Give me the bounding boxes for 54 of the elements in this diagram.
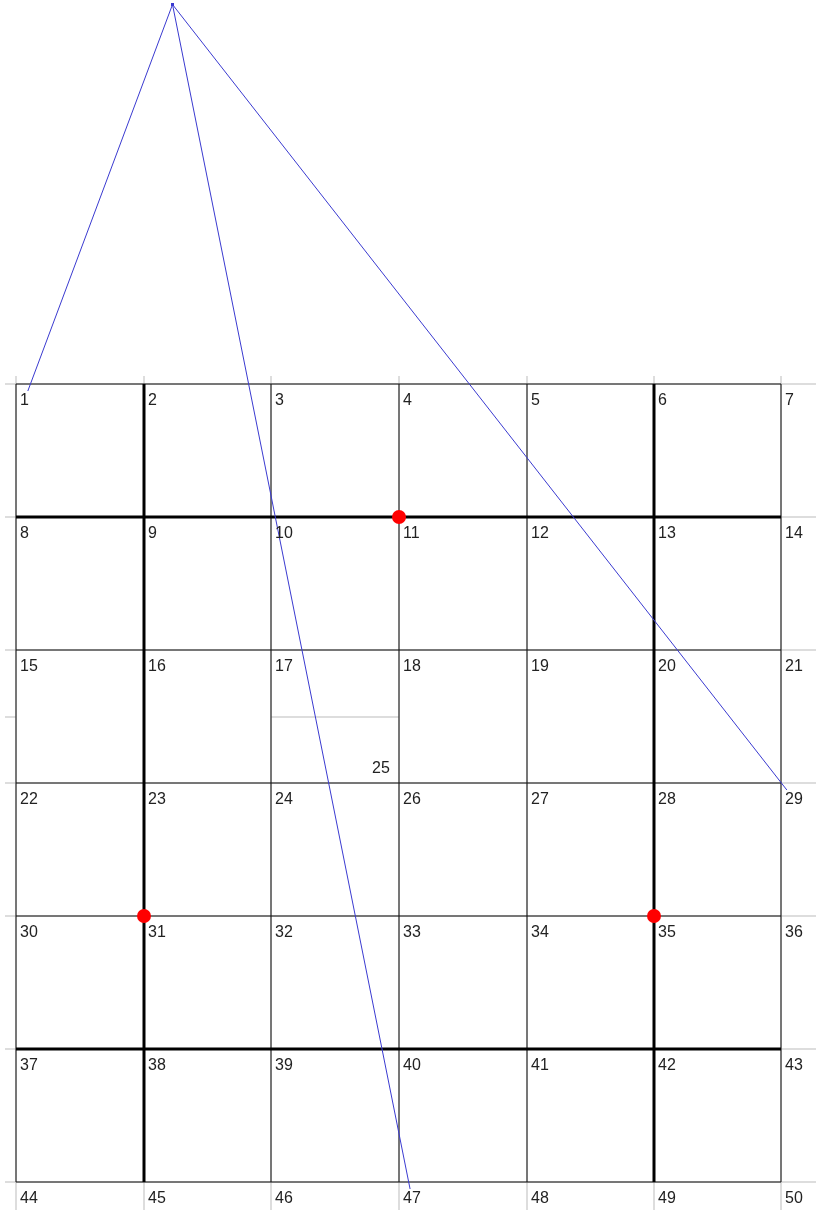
grid-number: 13: [658, 524, 676, 542]
grid-number: 21: [785, 657, 803, 675]
grid-number: 9: [148, 524, 157, 542]
grid-number: 44: [20, 1189, 38, 1207]
grid-number: 3: [275, 391, 284, 409]
grid-number: 15: [20, 657, 38, 675]
grid-number: 26: [403, 790, 421, 808]
grid-number: 27: [531, 790, 549, 808]
grid-number: 42: [658, 1056, 676, 1074]
grid-number: 11: [403, 524, 420, 542]
grid-number: 50: [785, 1189, 803, 1207]
grid-number: 43: [785, 1056, 803, 1074]
grid-number: 30: [20, 923, 38, 941]
grid-number: 7: [785, 391, 794, 409]
grid-number: 23: [148, 790, 166, 808]
grid-number: 18: [403, 657, 421, 675]
grid-number: 20: [658, 657, 676, 675]
grid-number: 31: [148, 923, 166, 941]
line: [172, 5, 411, 1190]
grid-number: 17: [275, 657, 293, 675]
grid-number: 38: [148, 1056, 166, 1074]
grid-number: 8: [20, 524, 29, 542]
grid-number: 32: [275, 923, 293, 941]
grid-number: 12: [531, 524, 549, 542]
grid-number: 24: [275, 790, 293, 808]
grid-number: 37: [20, 1056, 38, 1074]
grid-number: 4: [403, 391, 412, 409]
grid-number: 41: [531, 1056, 549, 1074]
grid-number: 45: [148, 1189, 166, 1207]
grid-number: 48: [531, 1189, 549, 1207]
line: [173, 5, 788, 791]
grid-number: 49: [658, 1189, 676, 1207]
grid-number: 34: [531, 923, 549, 941]
grid-number: 39: [275, 1056, 293, 1074]
grid-number: 16: [148, 657, 166, 675]
grid-number: 33: [403, 923, 421, 941]
grid-number: 29: [785, 790, 803, 808]
grid-number: 22: [20, 790, 38, 808]
grid-number: 46: [275, 1189, 293, 1207]
grid-number: 6: [658, 391, 667, 409]
grid-number: 40: [403, 1056, 421, 1074]
grid-number: 36: [785, 923, 803, 941]
grid-number: 10: [275, 524, 293, 542]
grid-number: 47: [403, 1189, 421, 1207]
grid-number: 14: [785, 524, 803, 542]
line-origin-point: [171, 3, 174, 6]
line: [27, 5, 173, 392]
grid-number: 19: [531, 657, 549, 675]
grid-number: 2: [148, 391, 157, 409]
grid-number: 28: [658, 790, 676, 808]
grid-number: 35: [658, 923, 676, 941]
grid-number: 25: [372, 759, 390, 777]
grid-number: 1: [20, 391, 29, 409]
grid-number: 5: [531, 391, 540, 409]
